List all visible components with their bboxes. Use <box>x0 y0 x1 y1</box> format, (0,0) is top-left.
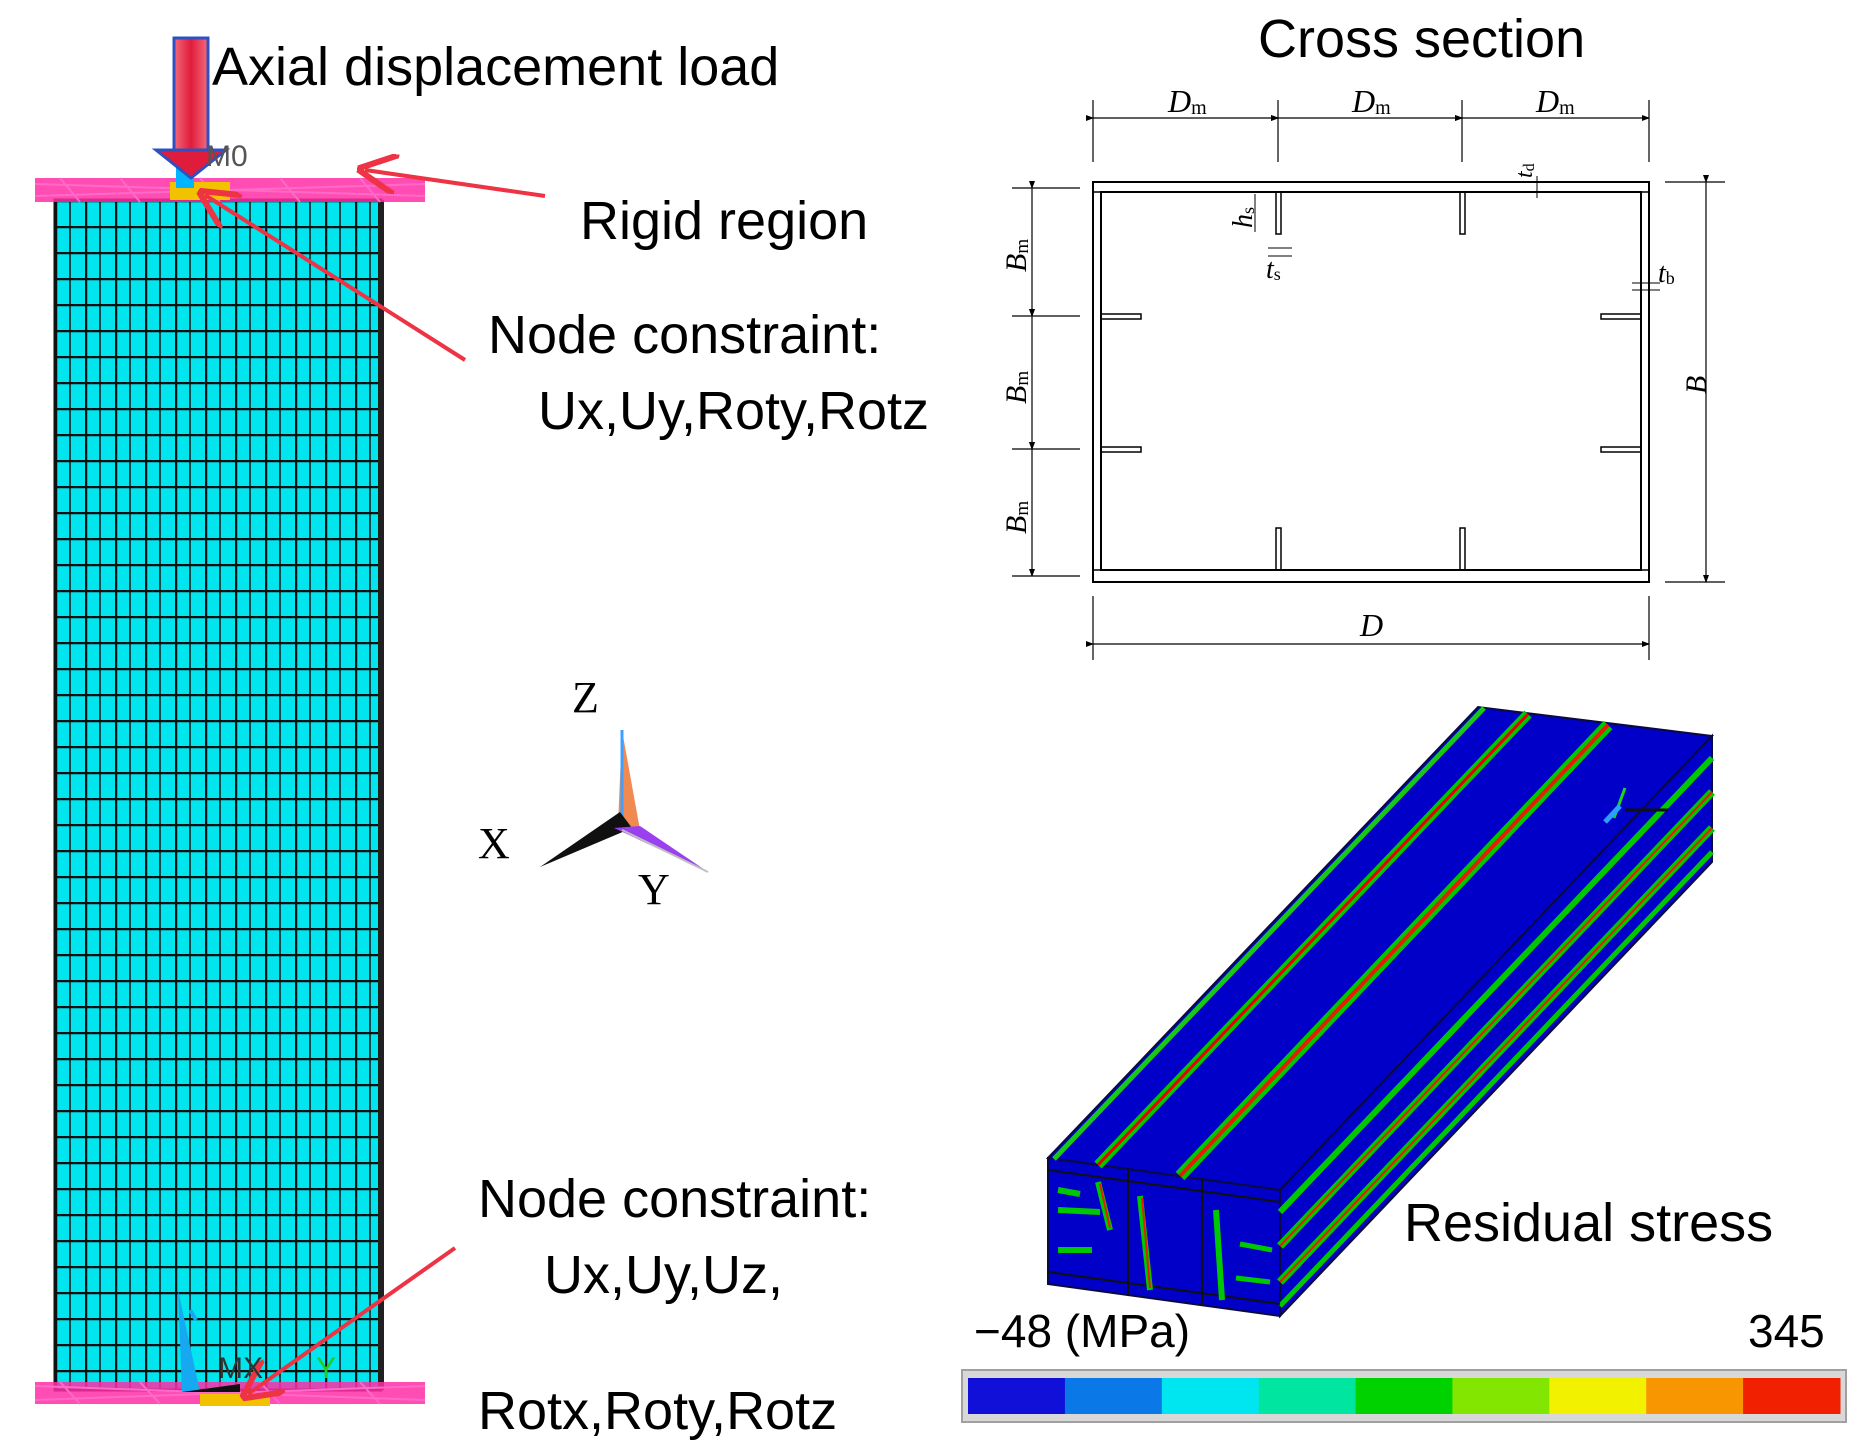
axial-load-arrow <box>151 36 231 180</box>
colorbar-max-label: 345 <box>1748 1305 1825 1357</box>
rigid-region-label: Rigid region <box>580 191 869 251</box>
triad-small-y-label: Y <box>316 1352 337 1385</box>
dim-dm-top <box>1086 100 1650 162</box>
colorbar-cell <box>1064 1378 1163 1414</box>
bottom-constraint-pointer <box>248 1246 457 1394</box>
colorbar-cell <box>1743 1378 1841 1414</box>
residual-stress-model <box>1045 705 1715 1319</box>
label-b-total: B <box>1680 376 1713 394</box>
axis-triad: Z X Y <box>478 673 709 914</box>
top-constraint-dofs: Ux,Uy,Roty,Rotz <box>538 381 930 441</box>
label-hs: hs <box>1228 207 1259 228</box>
stiffener-bottom-left <box>1275 527 1282 571</box>
label-tb: tb <box>1658 258 1675 289</box>
stiffener-top-right <box>1459 191 1466 235</box>
colorbar <box>961 1369 1847 1423</box>
colorbar-cell <box>1646 1378 1744 1414</box>
top-face-stripes <box>1052 706 1613 1181</box>
label-dm-1: Dm <box>1167 83 1207 119</box>
label-bm-3: Bm <box>1000 501 1033 534</box>
colorbar-cell <box>1258 1378 1357 1414</box>
stiffener-left-upper <box>1100 313 1142 320</box>
label-dm-2: Dm <box>1351 83 1391 119</box>
colorbar-min-label: −48 (MPa) <box>974 1305 1191 1357</box>
bottom-constraint-dofs-2: Rotx,Roty,Rotz <box>478 1381 838 1441</box>
column-mesh <box>34 168 426 1406</box>
bottom-constraint-dofs-1: Ux,Uy,Uz, <box>544 1245 783 1305</box>
label-bm-1: Bm <box>1000 239 1033 272</box>
dim-b-right <box>1665 175 1725 583</box>
stiffener-right-lower <box>1600 446 1642 453</box>
column-mesh-body <box>53 198 383 1392</box>
annotation-arrows <box>205 170 546 1394</box>
colorbar-cells <box>968 1378 1841 1414</box>
top-constraint-title: Node constraint: <box>488 305 882 365</box>
cross-section-drawing <box>1012 100 1725 660</box>
top-constraint-pointer <box>205 195 467 362</box>
right-face-stripes <box>1277 755 1715 1308</box>
front-face-detail <box>1047 1169 1281 1306</box>
residual-stress-label: Residual stress <box>1404 1193 1774 1253</box>
rigid-region-top <box>34 168 426 203</box>
stiffener-top-left <box>1275 191 1282 235</box>
triad-x-leg <box>540 812 632 867</box>
label-bm-2: Bm <box>1000 371 1033 404</box>
triad-x-label: X <box>478 819 510 868</box>
label-td: td <box>1512 163 1538 178</box>
dim-bm-left <box>1012 181 1080 577</box>
rigid-region-bottom <box>34 1290 426 1406</box>
cross-section-labels: Dm Dm Dm Bm Bm Bm td hs ts tb B D <box>1000 83 1713 643</box>
local-axis-triad <box>1603 787 1668 824</box>
label-d-total: D <box>1359 607 1383 643</box>
label-dm-3: Dm <box>1535 83 1575 119</box>
rigid-region-pointer <box>365 170 546 198</box>
bottom-constraint-title: Node constraint: <box>478 1169 872 1229</box>
stiffener-bottom-right <box>1459 527 1466 571</box>
cross-section-title: Cross section <box>1258 9 1586 69</box>
dim-d-bottom <box>1086 596 1650 660</box>
colorbar-cell <box>968 1378 1066 1414</box>
colorbar-cell <box>1161 1378 1260 1414</box>
dim-small-ticks <box>1254 176 1660 291</box>
colorbar-cell <box>1452 1378 1550 1414</box>
top-node-tag: M0 <box>206 140 248 173</box>
bottom-node-tag: MX <box>218 1352 263 1385</box>
colorbar-cell <box>1549 1378 1647 1414</box>
section-outer-wall <box>1092 181 1650 583</box>
stiffener-right-upper <box>1600 313 1642 320</box>
stiffener-left-lower <box>1100 446 1142 453</box>
triad-z-label: Z <box>572 673 599 722</box>
axial-load-label: Axial displacement load <box>212 37 780 97</box>
label-ts: ts <box>1266 254 1281 285</box>
section-inner-wall <box>1100 191 1642 571</box>
colorbar-cell <box>1355 1378 1453 1414</box>
triad-y-label: Y <box>638 865 670 914</box>
